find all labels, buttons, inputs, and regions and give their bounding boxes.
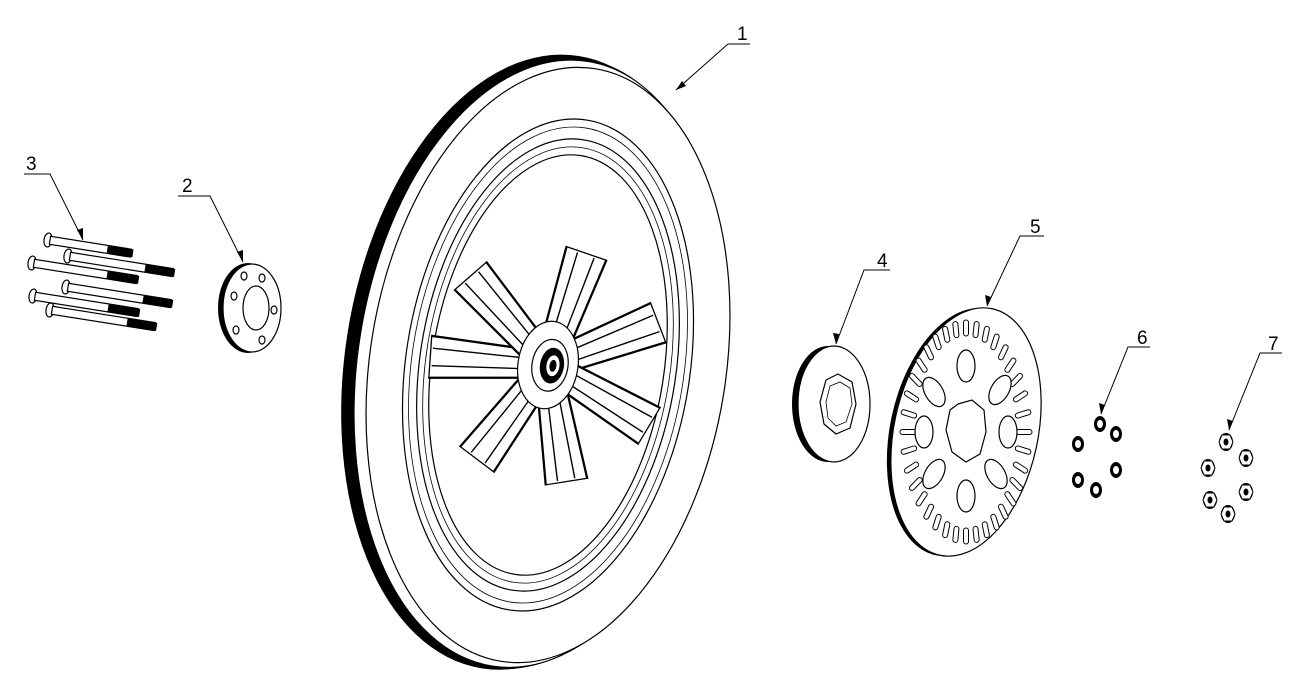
- callout-7: 7: [1268, 334, 1279, 355]
- rotor-slot: [900, 409, 918, 419]
- leader-3: [24, 173, 84, 241]
- rotor-slot: [932, 513, 942, 531]
- rotor-slot: [923, 344, 935, 361]
- rotor-slot: [903, 461, 920, 474]
- rotor-slot: [1009, 477, 1024, 491]
- rotor-slot: [990, 333, 1000, 351]
- callout-1: 1: [737, 24, 748, 45]
- leader-4: [835, 269, 890, 345]
- rotor-slot: [900, 445, 918, 455]
- rotor-slot: [1015, 429, 1033, 435]
- callout-5: 5: [1030, 217, 1041, 238]
- rotor-slot: [903, 390, 920, 403]
- leader-6: [1100, 346, 1150, 415]
- callout-2: 2: [182, 176, 193, 197]
- rotor-slot: [1012, 461, 1029, 474]
- rotor-slot: [952, 321, 960, 339]
- rotor-slot: [997, 503, 1009, 520]
- rotor-slot: [1012, 390, 1029, 403]
- rotor-slot: [972, 321, 980, 339]
- rotor-slot: [1014, 445, 1032, 455]
- rotor-slot: [942, 325, 951, 343]
- nuts: [1200, 433, 1254, 523]
- bolts: [27, 232, 176, 332]
- leader-1: [675, 43, 750, 91]
- callout-6: 6: [1137, 328, 1148, 349]
- leader-7: [1228, 352, 1282, 431]
- leader-arrowheads: [77, 81, 1233, 430]
- leader-lines: [24, 43, 1282, 431]
- wheel-assembly: [341, 54, 731, 670]
- rotor-slot: [981, 325, 990, 343]
- rotor-slot: [1004, 357, 1017, 373]
- rotor-slot: [1004, 491, 1017, 507]
- rotor-slot: [932, 333, 942, 351]
- leader-2: [178, 195, 244, 263]
- callout-3: 3: [26, 154, 37, 175]
- hub: [516, 320, 580, 410]
- rotor-slot: [899, 429, 917, 435]
- rotor-slot: [942, 521, 951, 539]
- rotor-slot: [923, 503, 935, 520]
- rotor-slot: [981, 521, 990, 539]
- rotor-slot: [915, 491, 928, 507]
- rotor-slot: [963, 319, 969, 337]
- rotor-slot: [997, 344, 1009, 361]
- rotor-slot: [972, 525, 980, 543]
- rotor-slot: [908, 477, 923, 491]
- callout-4: 4: [877, 251, 888, 272]
- rotor-slot: [1014, 409, 1032, 419]
- washers: [1072, 416, 1122, 498]
- rotor-windows: [914, 349, 1018, 513]
- rotor-slot: [990, 513, 1000, 531]
- rotor-slot: [908, 373, 923, 387]
- rotor-slots: [899, 319, 1033, 545]
- leader-5: [986, 235, 1044, 307]
- rotor-slot: [952, 525, 960, 543]
- spacer-ring: [218, 263, 282, 353]
- rotor-center: [945, 399, 987, 463]
- rotor-slot: [963, 527, 969, 545]
- hub-adapter-disc: [792, 345, 871, 463]
- rim: [401, 118, 695, 612]
- rotor-slot: [915, 357, 928, 373]
- brake-rotor: [886, 307, 1042, 557]
